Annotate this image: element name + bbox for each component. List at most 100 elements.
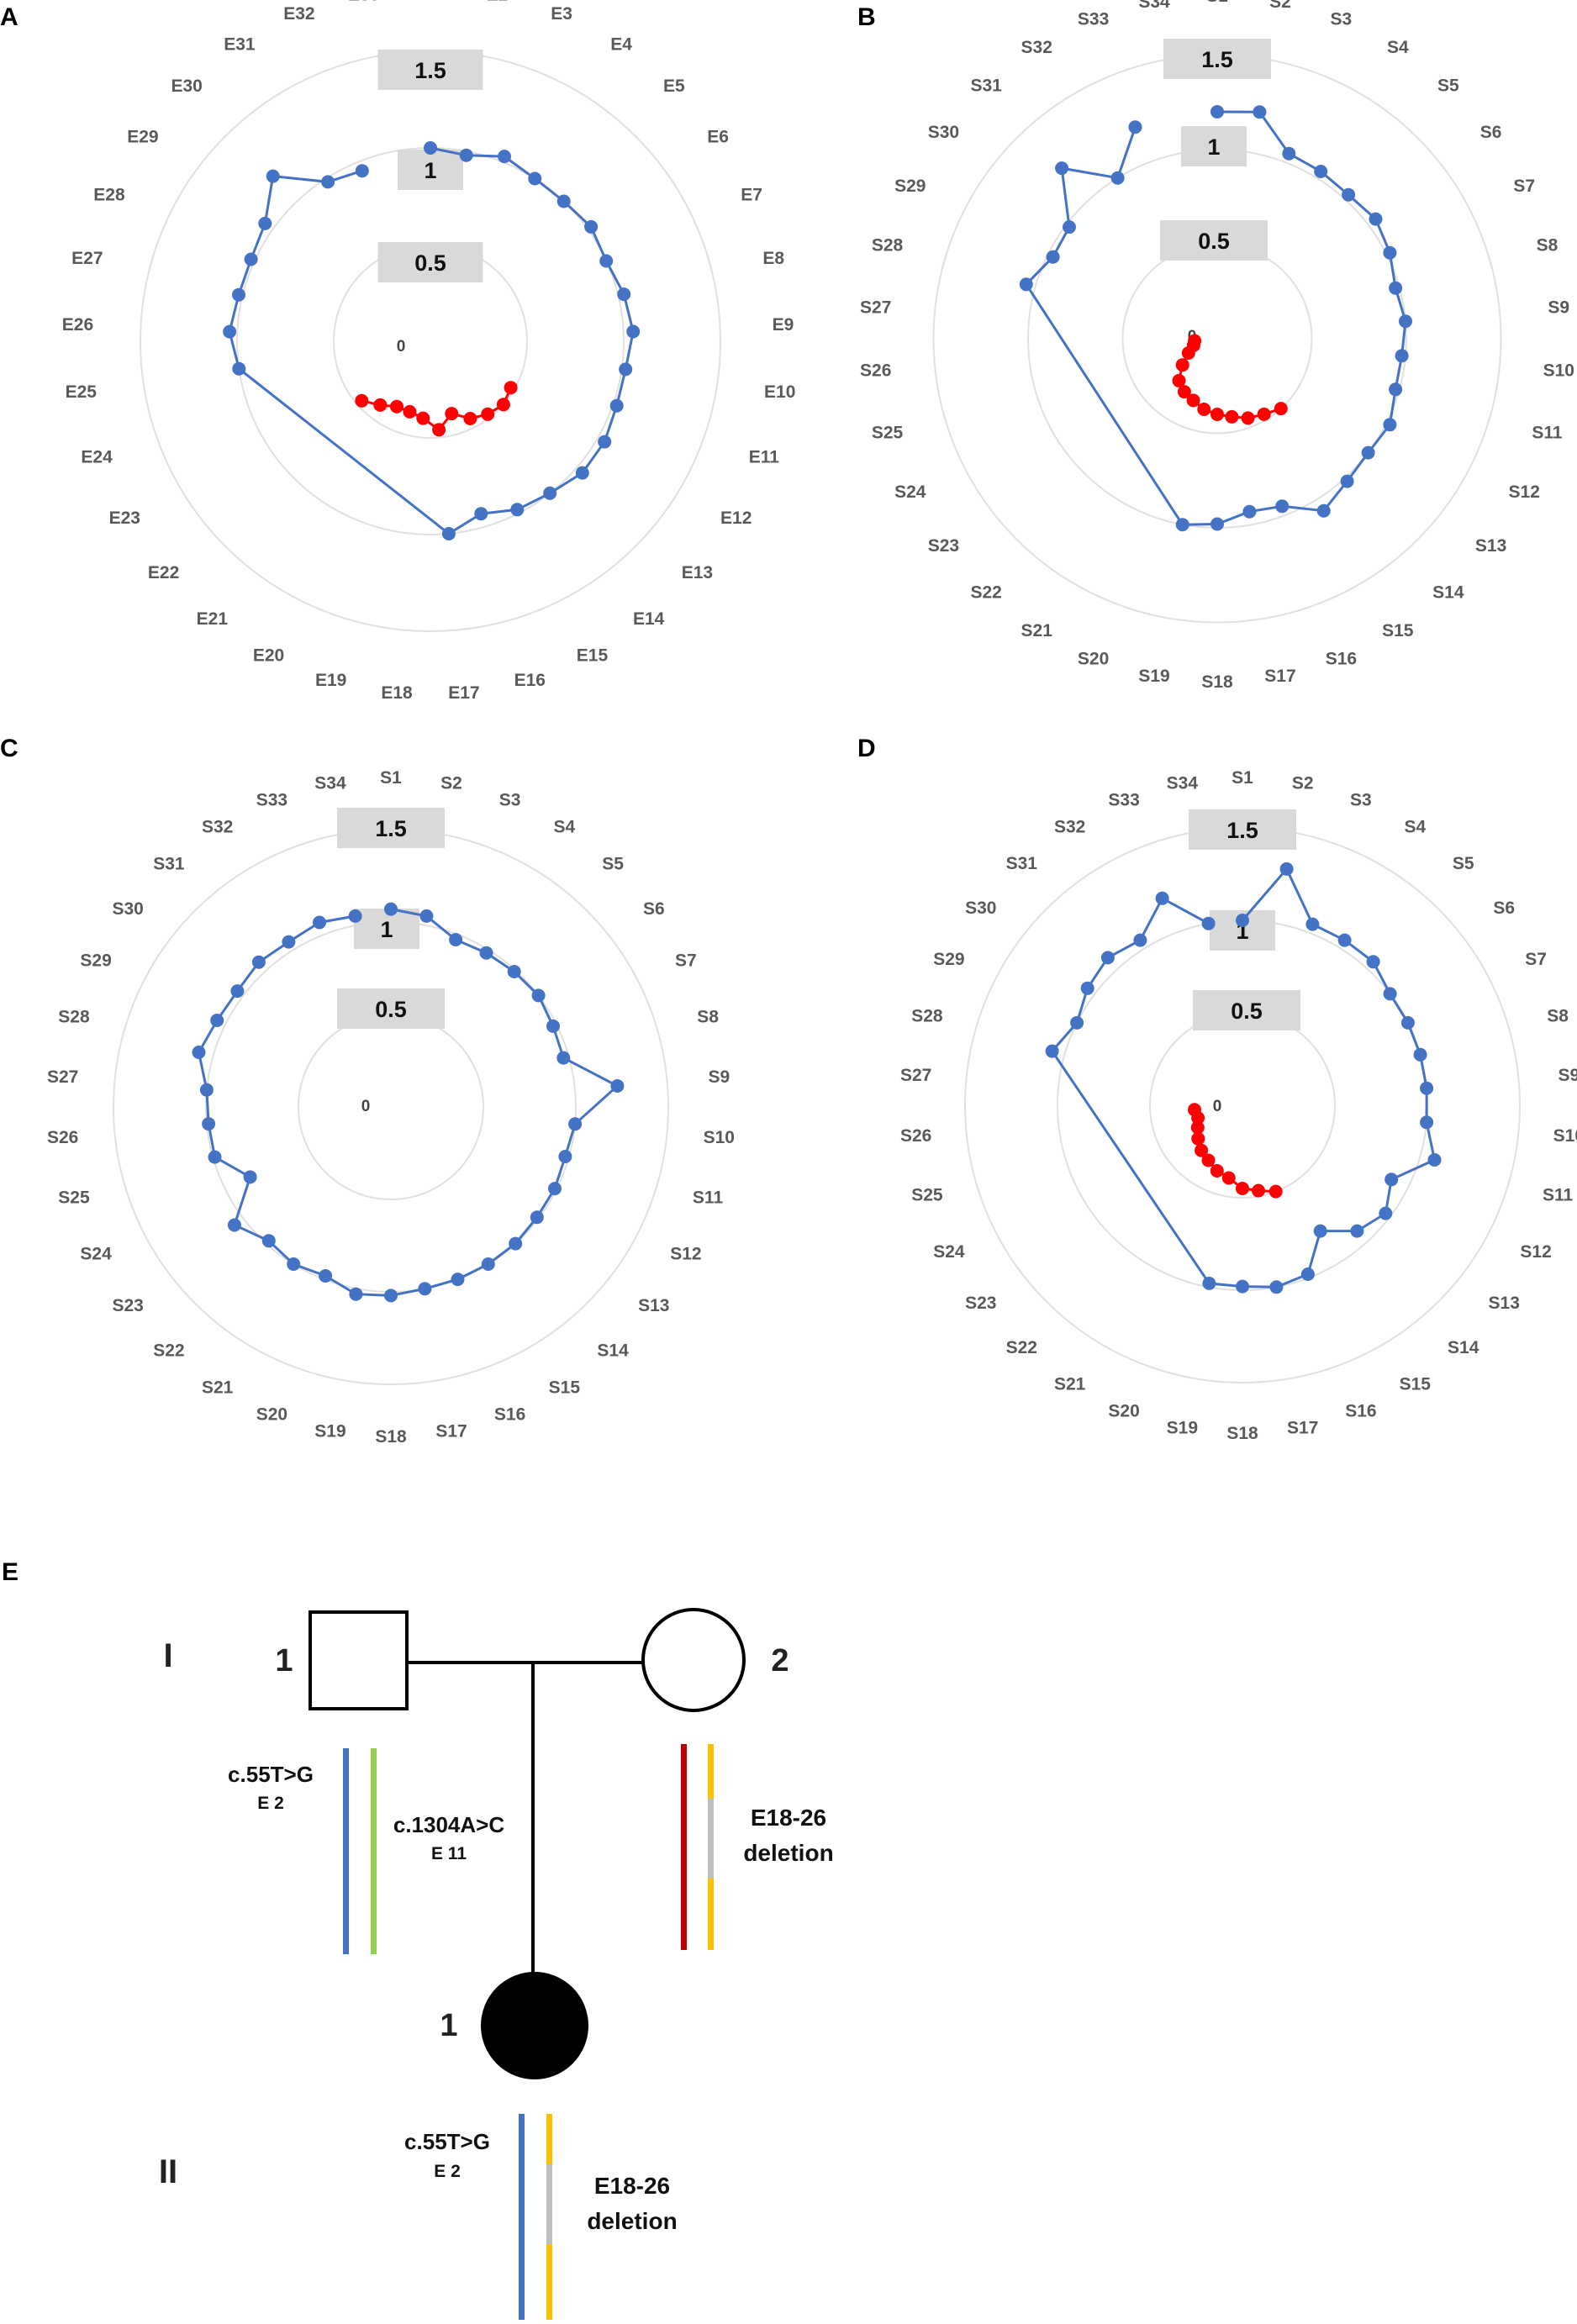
axis-label: S24 <box>894 482 926 502</box>
data-point <box>599 254 614 268</box>
data-point <box>1210 408 1224 421</box>
data-point <box>546 1019 560 1033</box>
axis-label: S3 <box>499 790 521 809</box>
data-point <box>1241 411 1255 425</box>
ring-label-box <box>1181 126 1247 166</box>
data-point <box>1236 1182 1249 1195</box>
radar-panels: A1.510.50E1E2E3E4E5E6E7E8E9E10E11E12E13E… <box>0 0 1577 1447</box>
axis-label: S21 <box>202 1378 234 1397</box>
axis-label: S15 <box>549 1378 581 1397</box>
axis-label: S3 <box>1350 790 1372 809</box>
data-point <box>474 507 488 521</box>
ring-label-box <box>337 808 445 848</box>
grid-ring <box>140 50 721 632</box>
data-point <box>1172 373 1186 387</box>
data-point <box>1210 1164 1224 1178</box>
data-point <box>481 1257 495 1271</box>
data-point <box>1399 314 1412 329</box>
axis-label: S33 <box>1108 790 1139 809</box>
axis-label: S8 <box>1547 1006 1569 1025</box>
axis-label: S1 <box>380 768 402 788</box>
child-allele-orange-top <box>546 2114 552 2164</box>
data-point <box>556 194 571 208</box>
panel-letter-e: E <box>2 1558 18 1586</box>
data-point <box>227 1218 241 1232</box>
ring-label-zero: 0 <box>397 338 406 356</box>
axis-label: S12 <box>1520 1242 1551 1262</box>
data-point <box>1045 1044 1059 1058</box>
data-point <box>424 141 437 155</box>
data-point <box>232 287 245 302</box>
data-point <box>1269 1280 1284 1294</box>
data-point <box>1155 891 1169 905</box>
axis-label: S16 <box>494 1405 525 1425</box>
data-point <box>355 164 369 178</box>
mother-allele-darkred <box>681 1744 687 1950</box>
data-point <box>1175 358 1189 372</box>
data-point <box>530 1210 544 1225</box>
data-point <box>1313 1224 1327 1238</box>
ring-label: 1.5 <box>1226 818 1258 843</box>
axis-label: S21 <box>1021 621 1053 640</box>
axis-label: S30 <box>928 123 959 142</box>
data-point <box>384 1288 398 1303</box>
grid-ring <box>1027 149 1407 529</box>
axis-label: E8 <box>762 249 784 268</box>
data-point <box>1383 245 1397 260</box>
father-variant-2-exon: E 11 <box>431 1844 467 1863</box>
axis-label: S30 <box>112 899 143 919</box>
data-point <box>1191 1131 1205 1146</box>
axis-label: S8 <box>1537 235 1559 255</box>
axis-label: S2 <box>440 774 462 793</box>
generation-label-i: I <box>163 1637 172 1674</box>
axis-label: S22 <box>1006 1338 1037 1357</box>
axis-label: S24 <box>80 1245 112 1264</box>
data-point <box>1427 1153 1442 1167</box>
data-point <box>1389 281 1403 295</box>
pedigree-diagram: E I II 1 2 1 c.55T>G E 2 c.1304A>C E 11 … <box>2 1558 834 2320</box>
axis-label: E33 <box>348 0 379 5</box>
data-point <box>1133 933 1147 947</box>
axis-label: S17 <box>435 1421 467 1441</box>
data-point <box>1221 1171 1236 1185</box>
axis-label: E20 <box>253 646 284 665</box>
axis-label: S6 <box>1493 899 1515 918</box>
axis-label: S26 <box>860 361 891 381</box>
axis-label: S20 <box>256 1405 287 1425</box>
data-point <box>1202 1276 1216 1290</box>
data-point <box>1242 504 1257 519</box>
ring-label: 1 <box>380 917 393 942</box>
data-point <box>223 324 237 339</box>
axis-label: S17 <box>1264 667 1295 686</box>
data-point <box>445 407 459 421</box>
child-variant-3: deletion <box>587 2208 677 2234</box>
data-point <box>1046 250 1060 264</box>
ring-label: 0.5 <box>1231 999 1263 1024</box>
axis-label: S28 <box>872 235 904 255</box>
mother-number: 2 <box>771 1643 788 1678</box>
axis-label: S23 <box>965 1294 996 1313</box>
ring-label-box <box>1193 990 1300 1030</box>
data-point <box>244 252 258 266</box>
axis-label: S21 <box>1054 1375 1086 1394</box>
axis-label: S14 <box>1432 583 1464 603</box>
radar-panel-b: B1.510.50S1S2S3S4S5S6S7S8S9S10S11S12S13S… <box>857 0 1574 692</box>
data-point <box>504 381 518 395</box>
data-point <box>531 988 546 1003</box>
axis-label: S18 <box>375 1427 407 1447</box>
data-point <box>1070 1015 1084 1030</box>
axis-label: S32 <box>1021 38 1052 57</box>
data-point <box>1019 277 1033 292</box>
data-point <box>1420 1115 1434 1130</box>
mother-allele-orange-bottom <box>708 1879 714 1950</box>
data-point <box>1361 445 1375 460</box>
axis-label: E22 <box>148 563 179 582</box>
axis-label: E11 <box>749 447 780 466</box>
ring-label-zero: 0 <box>361 1098 371 1115</box>
axis-label: S20 <box>1108 1402 1139 1421</box>
data-point <box>258 216 272 230</box>
radar-panel-d: D1.510.50S1S2S3S4S5S6S7S8S9S10S11S12S13S… <box>857 735 1577 1443</box>
series-line <box>228 146 635 535</box>
axis-label: S34 <box>1138 0 1170 12</box>
mother-variant-2: deletion <box>743 1840 833 1866</box>
